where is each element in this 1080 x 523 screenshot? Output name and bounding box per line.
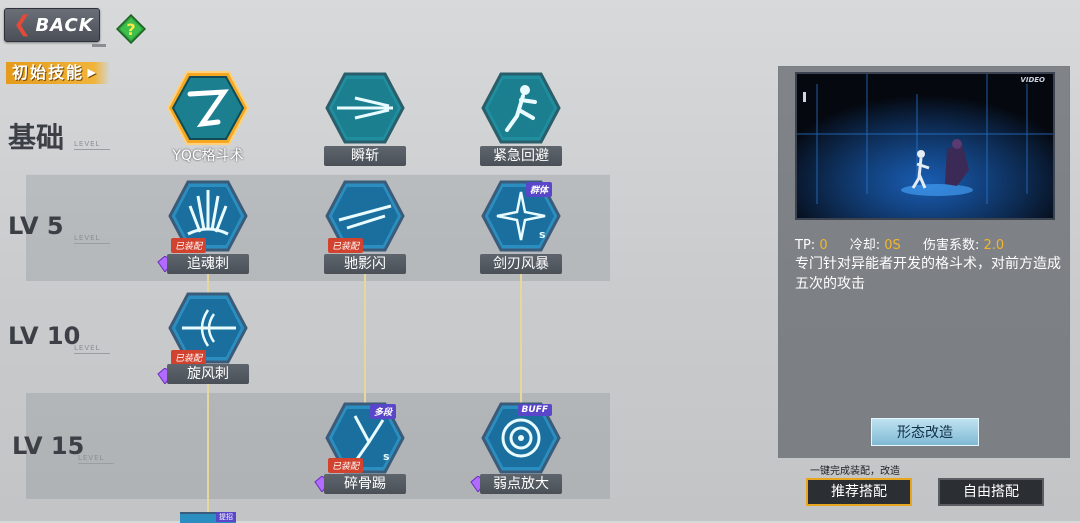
- skill-name: 碎骨踢: [324, 474, 406, 494]
- equipped-badge: 已装配: [171, 238, 207, 253]
- recommended-loadout-button[interactable]: 推荐搭配: [806, 478, 912, 506]
- spike-burst-icon: [168, 180, 248, 252]
- skill-type-badge: 群体: [525, 182, 552, 197]
- level-divider: [74, 353, 110, 354]
- blade-storm-icon: s: [481, 180, 561, 252]
- dodge-figure-icon: [481, 72, 561, 144]
- tp-value: 0: [819, 238, 828, 253]
- skill-type-badge: 多段: [369, 404, 396, 419]
- equipped-badge: 已装配: [171, 350, 207, 365]
- damage-label: 伤害系数:: [922, 238, 980, 253]
- skill-suigu[interactable]: s 多段 已装配 碎骨踢: [314, 402, 410, 498]
- damage-value: 2.0: [983, 238, 1005, 253]
- skill-preview-video[interactable]: VIDEO: [795, 72, 1055, 220]
- back-button[interactable]: ❮ BACK: [4, 8, 100, 42]
- skill-name: 瞬斩: [324, 146, 406, 166]
- equipped-badge: 已装配: [328, 238, 364, 253]
- skill-chiying[interactable]: 已装配 驰影闪: [320, 180, 410, 276]
- level-sub: LEVEL: [74, 140, 101, 148]
- flash-slash-icon: [325, 72, 405, 144]
- skill-name: 追魂刺: [167, 254, 249, 274]
- skill-type-badge: 提招: [216, 512, 236, 522]
- level-sub: LEVEL: [74, 234, 101, 242]
- free-loadout-button[interactable]: 自由搭配: [938, 478, 1044, 506]
- level-divider: [74, 243, 110, 244]
- skill-connector: [520, 272, 522, 408]
- skill-connector: [364, 272, 366, 408]
- back-underline: [92, 44, 106, 47]
- level-divider: [74, 149, 110, 150]
- skill-partial[interactable]: 提招: [180, 512, 236, 523]
- cooldown-value: 0S: [884, 238, 901, 253]
- bone-kick-icon: s: [325, 402, 405, 474]
- skill-description: 专门针对异能者开发的格斗术，对前方造成五次的攻击: [795, 256, 1061, 292]
- level-text: LV 5: [8, 212, 64, 240]
- level-text: LV 10: [8, 322, 81, 350]
- help-icon[interactable]: ?: [116, 14, 146, 44]
- svg-text:s: s: [383, 450, 390, 463]
- skill-name: 旋风刺: [167, 364, 249, 384]
- level-sub: LEVEL: [74, 344, 101, 352]
- tp-label: TP:: [795, 238, 816, 253]
- skill-connector: [207, 382, 209, 521]
- skill-stats: TP: 0 冷却: 0S 伤害系数: 2.0: [795, 234, 1065, 253]
- level-label-10: LV 10 LEVEL: [8, 322, 118, 354]
- svg-text:s: s: [539, 228, 546, 241]
- level-label-15: LV 15 LEVEL: [12, 432, 122, 464]
- dash-streak-icon: [325, 180, 405, 252]
- skill-xuanfeng[interactable]: 已装配 旋风刺: [157, 292, 253, 388]
- video-tag: VIDEO: [1020, 76, 1045, 84]
- skill-ruodian[interactable]: BUFF 弱点放大: [470, 402, 566, 498]
- back-label: BACK: [35, 14, 94, 36]
- spiral-vortex-icon: [481, 402, 561, 474]
- skill-jianren[interactable]: s 群体 剑刃风暴: [476, 180, 566, 276]
- level-label-5: LV 5 LEVEL: [8, 212, 118, 244]
- section-arrow-icon: ▶: [87, 66, 99, 79]
- form-modify-button[interactable]: 形态改造: [871, 418, 979, 446]
- skill-type-badge: BUFF: [517, 404, 552, 416]
- svg-text:?: ?: [126, 20, 135, 39]
- level-divider: [78, 463, 114, 464]
- level-sub: LEVEL: [78, 454, 105, 462]
- skill-name: YQC格斗术: [172, 148, 244, 164]
- equipped-badge: 已装配: [328, 458, 364, 473]
- whirl-thrust-icon: [168, 292, 248, 364]
- skill-shunzhan[interactable]: 瞬斩: [320, 72, 410, 168]
- loadout-hint: 一键完成装配，改造: [810, 466, 900, 477]
- section-title-text: 初始技能: [12, 63, 85, 82]
- level-label-base: 基础 LEVEL: [8, 116, 118, 154]
- skill-name: 紧急回避: [480, 146, 562, 166]
- cooldown-label: 冷却:: [849, 238, 881, 253]
- skill-connector: [207, 272, 209, 302]
- level-text: 基础: [8, 121, 65, 154]
- fist-strike-icon: [166, 71, 250, 145]
- level-text: LV 15: [12, 432, 85, 460]
- preview-scene: [797, 74, 1053, 218]
- skill-name: 剑刃风暴: [480, 254, 562, 274]
- section-title: 初始技能 ▶: [6, 62, 111, 84]
- skill-name: 弱点放大: [480, 474, 562, 494]
- skill-zhuihun[interactable]: 已装配 追魂刺: [157, 180, 253, 276]
- back-arrow-icon: ❮: [13, 12, 32, 37]
- skill-jinji[interactable]: 紧急回避: [476, 72, 566, 168]
- skill-name: 驰影闪: [324, 254, 406, 274]
- skill-yqc[interactable]: YQC格斗术: [163, 70, 253, 166]
